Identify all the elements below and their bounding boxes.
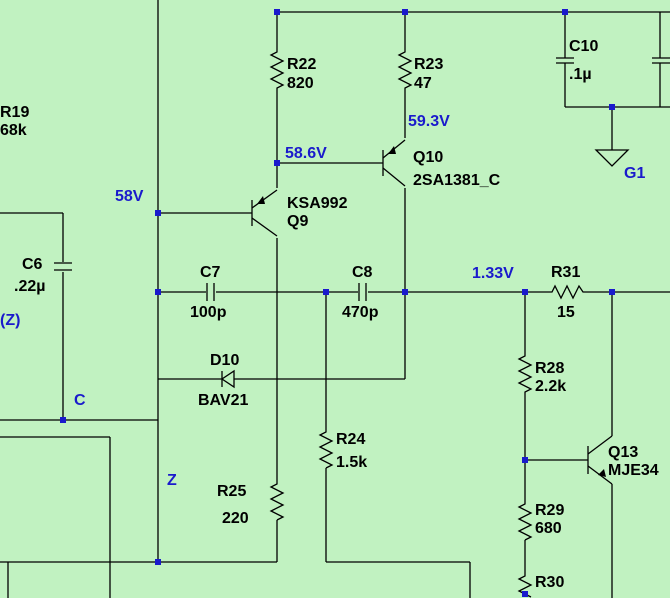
r23-ref: R23 [414, 56, 443, 73]
transistor-q9[interactable] [251, 189, 278, 237]
r28-value: 2.2k [535, 378, 566, 395]
net-label-c: C [74, 392, 86, 409]
d10-ref: D10 [210, 352, 239, 369]
c8-value: 470p [342, 304, 379, 321]
capacitor-c6[interactable] [54, 262, 72, 271]
c8-ref: C8 [352, 264, 373, 281]
q13-value: MJE34 [608, 462, 659, 479]
resistor-r23[interactable] [397, 48, 413, 93]
r31-value: 15 [557, 304, 575, 321]
net-label-58-6v: 58.6V [285, 145, 327, 162]
capacitor-c10[interactable] [556, 46, 574, 72]
r25-ref: R25 [217, 483, 246, 500]
resistor-r29[interactable] [517, 500, 533, 541]
r19-ref: R19 [0, 104, 29, 121]
r24-ref: R24 [336, 431, 365, 448]
r25-value: 220 [222, 510, 249, 527]
net-label-59-3v: 59.3V [408, 113, 450, 130]
q10-ref: Q10 [413, 149, 443, 166]
resistor-r31[interactable] [548, 284, 586, 300]
r23-value: 47 [414, 75, 432, 92]
r29-value: 680 [535, 520, 562, 537]
ground-symbol-g1[interactable] [594, 149, 630, 167]
q10-value: 2SA1381_C [413, 172, 501, 189]
c6-ref: C6 [22, 256, 43, 273]
capacitor-c-right [652, 40, 670, 72]
capacitor-c7[interactable] [206, 283, 215, 301]
c7-ref: C7 [200, 264, 221, 281]
resistor-r28[interactable] [517, 350, 533, 395]
r29-ref: R29 [535, 502, 564, 519]
r24-value: 1.5k [336, 454, 367, 471]
r28-ref: R28 [535, 360, 564, 377]
net-label-1-33v: 1.33V [472, 265, 514, 282]
q13-ref: Q13 [608, 444, 638, 461]
q9-ref: Q9 [287, 213, 308, 230]
net-label-z-paren: (Z) [0, 312, 20, 329]
resistor-r24[interactable] [318, 428, 334, 469]
q9-value: KSA992 [287, 195, 348, 212]
diode-d10[interactable] [220, 369, 235, 389]
r30-ref: R30 [535, 574, 564, 591]
capacitor-c8[interactable] [358, 283, 367, 301]
net-label-z: Z [167, 472, 177, 489]
r19-value: 68k [0, 122, 27, 139]
c7-value: 100p [190, 304, 227, 321]
r22-ref: R22 [287, 56, 316, 73]
r31-ref: R31 [551, 264, 580, 281]
net-label-58v: 58V [115, 188, 144, 205]
transistor-q10[interactable] [382, 139, 406, 187]
resistor-r25[interactable] [269, 480, 285, 521]
c10-value: .1µ [569, 66, 592, 83]
c10-ref: C10 [569, 38, 598, 55]
d10-value: BAV21 [198, 392, 248, 409]
c6-value: .22µ [14, 278, 45, 295]
junctions [60, 9, 615, 597]
resistor-r22[interactable] [269, 48, 285, 93]
r22-value: 820 [287, 75, 314, 92]
resistor-r30[interactable] [517, 572, 533, 598]
g1-ref: G1 [624, 165, 645, 182]
transistor-q13[interactable] [587, 435, 613, 485]
